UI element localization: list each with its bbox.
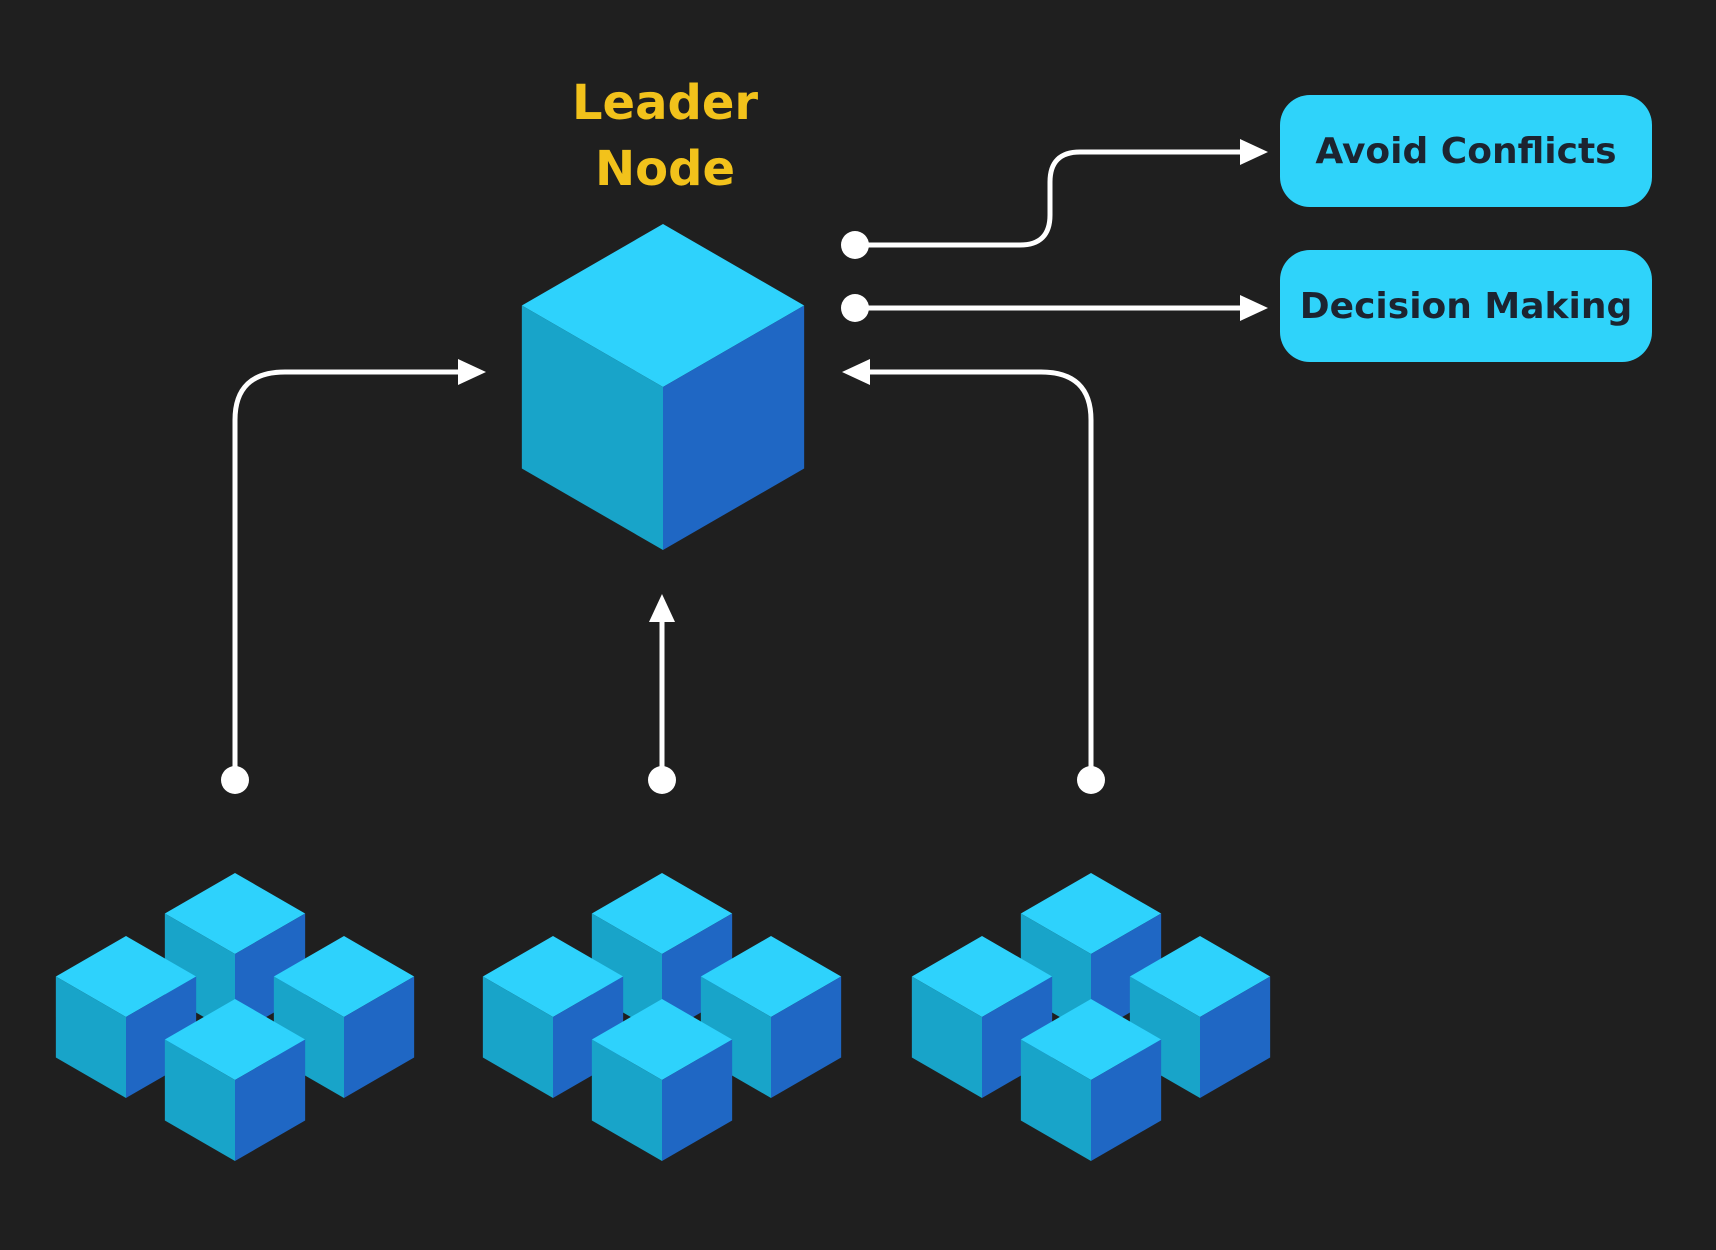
cluster-right-cube-front [1020, 999, 1162, 1161]
cluster-middle-cube-front [591, 999, 733, 1161]
arrow-left-cluster-line [232, 369, 463, 783]
arrow-avoid-conflicts-dot [841, 231, 869, 259]
cluster-right-cube-right-right [1200, 976, 1271, 1098]
cluster-middle-cube-front-right [662, 1039, 733, 1161]
decision-making-pill: Decision Making [1280, 250, 1652, 362]
avoid-conflicts-pill: Avoid Conflicts [1280, 95, 1652, 207]
avoid-conflicts-label: Avoid Conflicts [1315, 130, 1617, 172]
leader-cube [521, 224, 805, 550]
leader-cube-left [521, 305, 663, 550]
cluster-middle-cube-right [700, 936, 842, 1098]
decision-making-label: Decision Making [1299, 285, 1633, 327]
cluster-middle [482, 873, 842, 1161]
cluster-left-cube-front [164, 999, 306, 1161]
arrow-left-cluster-dot [221, 766, 249, 794]
cluster-left-cube-front-right [235, 1039, 306, 1161]
cluster-right-cube-front-right [1091, 1039, 1162, 1161]
arrow-decision-making-dot [841, 294, 869, 322]
cluster-left-cube-front-left [164, 1039, 235, 1161]
cluster-left [55, 873, 415, 1161]
leader-cube-top [521, 224, 805, 387]
leader-node-title: Leader Node [500, 70, 830, 202]
arrows-layer [221, 139, 1268, 794]
leader-cube-right [663, 305, 805, 550]
arrow-right-cluster-head [842, 359, 870, 385]
cluster-right-cube-front-left [1020, 1039, 1091, 1161]
arrow-left-cluster-head [458, 359, 486, 385]
cluster-left-cube-left-left [55, 976, 126, 1098]
cluster-middle-cube-right-right [771, 976, 842, 1098]
cluster-middle-cube-left-left [482, 976, 553, 1098]
leader-title-line1: Leader [571, 75, 759, 131]
cluster-left-cube-right-right [344, 976, 415, 1098]
arrow-middle-cluster-head [649, 594, 675, 622]
arrow-middle-cluster-dot [648, 766, 676, 794]
cubes-layer [55, 224, 1271, 1161]
arrow-right-cluster-line [865, 369, 1094, 783]
arrow-avoid-conflicts-line [852, 149, 1243, 248]
arrow-avoid-conflicts-head [1240, 139, 1268, 165]
cluster-middle-cube-front-left [591, 1039, 662, 1161]
leader-title-line2: Node [594, 141, 736, 197]
arrow-right-cluster-dot [1077, 766, 1105, 794]
cluster-right-cube-left [911, 936, 1053, 1098]
arrow-decision-making-head [1240, 295, 1268, 321]
cluster-right-cube-left-left [911, 976, 982, 1098]
cluster-right [911, 873, 1271, 1161]
